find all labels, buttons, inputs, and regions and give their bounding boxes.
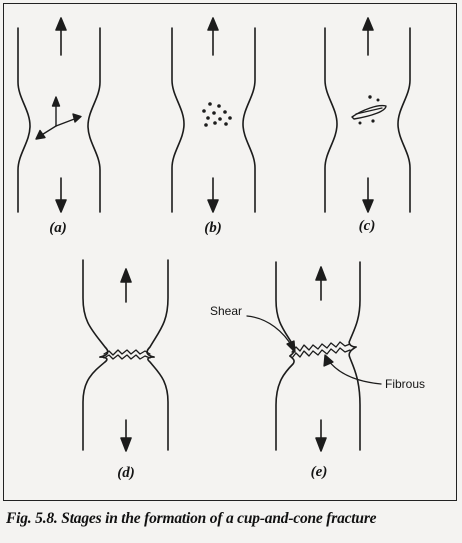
stage-c-specimen bbox=[324, 17, 411, 213]
triaxial-stress-arrows bbox=[35, 96, 82, 140]
stage-d-lower-left bbox=[82, 356, 108, 451]
stage-b-top-arrow bbox=[207, 17, 219, 56]
stage-d-crack-lower bbox=[103, 354, 151, 360]
stage-e-specimen bbox=[246, 261, 382, 452]
stage-a-top-arrow bbox=[55, 17, 67, 56]
stage-c-left-edge bbox=[324, 27, 338, 213]
stage-b-right-edge bbox=[242, 27, 256, 213]
stage-e-top-arrow bbox=[315, 266, 327, 301]
stage-e-upper-right bbox=[348, 261, 361, 348]
shear-annotation: Shear bbox=[210, 304, 243, 318]
stage-a-right-edge bbox=[87, 27, 101, 213]
stage-d-top-arrow bbox=[120, 268, 132, 303]
microvoids bbox=[202, 102, 232, 127]
stage-c-right-edge bbox=[397, 27, 411, 213]
fibrous-annotation: Fibrous bbox=[385, 377, 426, 391]
stage-b-bottom-arrow bbox=[207, 177, 219, 213]
stage-a-bottom-arrow bbox=[55, 177, 67, 213]
stage-e-lower-left bbox=[275, 355, 295, 451]
stage-d-upper-left bbox=[82, 259, 109, 358]
coalesced-crack bbox=[351, 95, 387, 125]
stage-e-fracture-upper bbox=[291, 341, 351, 353]
stage-e-label: (e) bbox=[310, 464, 328, 480]
figure-frame bbox=[3, 3, 457, 501]
stage-b-label: (b) bbox=[204, 220, 222, 236]
stage-d-label: (d) bbox=[117, 465, 135, 481]
stage-b-left-edge bbox=[171, 27, 185, 213]
figure-caption: Fig. 5.8. Stages in the formation of a c… bbox=[6, 510, 377, 527]
stage-a-specimen bbox=[17, 17, 101, 213]
stage-d-upper-right bbox=[146, 259, 169, 358]
stage-a-left-edge bbox=[17, 27, 31, 213]
stage-d-bottom-arrow bbox=[120, 419, 132, 452]
stage-d-crack-upper bbox=[103, 349, 151, 356]
stage-c-label: (c) bbox=[358, 218, 376, 234]
shear-leader-arrow bbox=[246, 315, 296, 353]
stage-e-lower-right bbox=[348, 346, 361, 451]
fibrous-leader-arrow bbox=[323, 354, 382, 385]
stage-b-specimen bbox=[171, 17, 256, 213]
stage-c-bottom-arrow bbox=[362, 177, 374, 213]
stage-a-label: (a) bbox=[49, 220, 67, 236]
stage-e-bottom-arrow bbox=[315, 419, 327, 452]
stage-e-fracture-lower bbox=[291, 347, 351, 359]
stage-d-specimen bbox=[82, 259, 169, 452]
stage-c-top-arrow bbox=[362, 17, 374, 56]
stage-d-lower-right bbox=[147, 356, 169, 451]
